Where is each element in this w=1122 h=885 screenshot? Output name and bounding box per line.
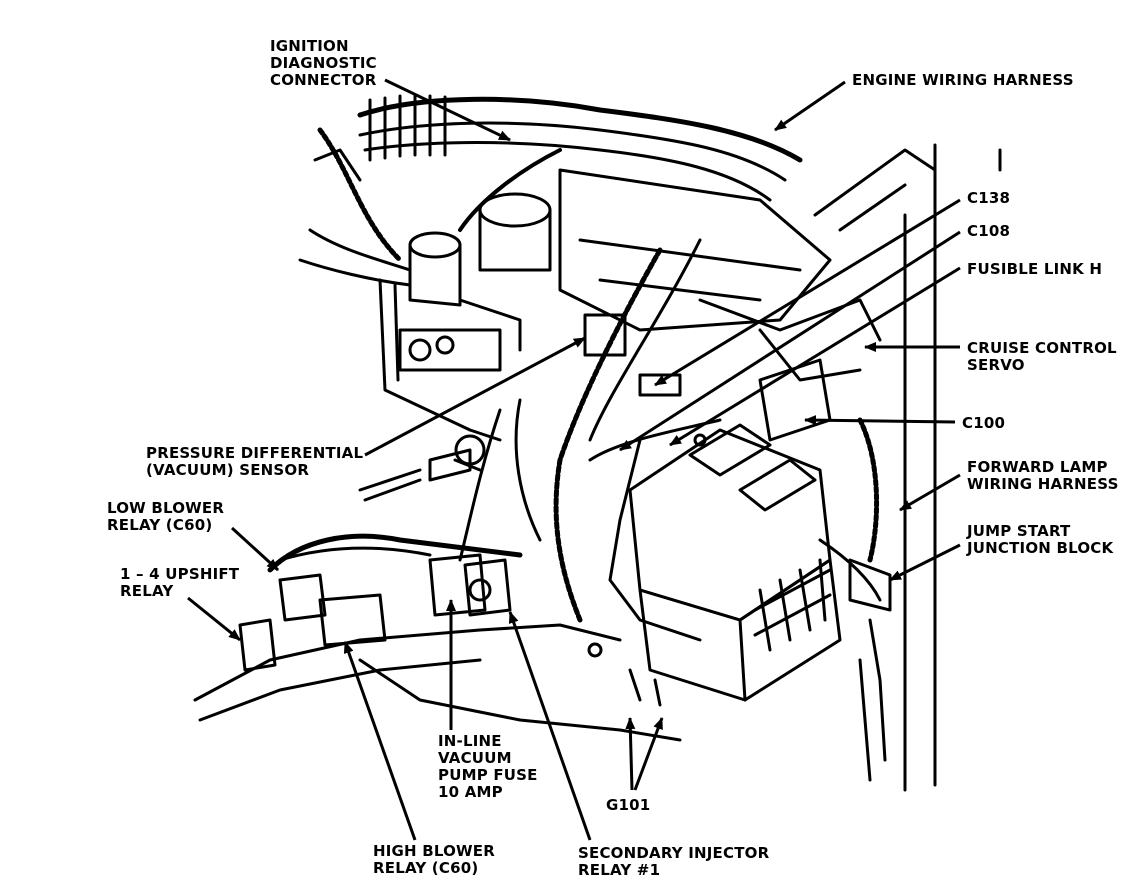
leader-upshift (187, 596, 241, 642)
leaders (187, 78, 961, 841)
firewall (378, 278, 472, 432)
label-line: RELAY (120, 582, 174, 600)
leader-engine-harness (774, 80, 846, 132)
label-line: WIRING HARNESS (967, 475, 1119, 493)
leader-forward-lamp (899, 473, 961, 512)
leader-g101-b (633, 717, 664, 791)
leader-secondary-injector (508, 611, 592, 841)
label-line: JUMP START (967, 522, 1071, 540)
label-line: JUNCTION BLOCK (967, 539, 1114, 557)
ground-g101 (628, 668, 662, 707)
junction-block (848, 558, 892, 612)
label-c138: C138 (967, 190, 1010, 207)
label-line: 10 AMP (438, 783, 503, 801)
label-line: CRUISE CONTROL (967, 339, 1117, 357)
battery (628, 423, 842, 702)
label-line: C138 (967, 189, 1011, 207)
label-g101: G101 (606, 797, 650, 814)
engine-harness-top (357, 96, 803, 163)
label-c108: C108 (967, 223, 1010, 240)
leader-c138 (654, 198, 961, 387)
label-line: (VACUUM) SENSOR (146, 461, 310, 479)
label-line: VACUUM (438, 749, 512, 767)
high-blower-relay-body (318, 593, 387, 647)
label-c100: C100 (962, 415, 1005, 432)
label-line: IN-LINE (438, 732, 502, 750)
leader-c108 (619, 230, 961, 452)
label-line: FORWARD LAMP (967, 458, 1108, 476)
leader-jump-start (889, 543, 961, 582)
label-line: DIAGNOSTIC (270, 54, 377, 72)
secondary-injector-relay-body (463, 558, 512, 617)
label-line: FUSIBLE LINK H (967, 260, 1103, 278)
leader-low-blower (230, 526, 280, 572)
label-line: 1 – 4 UPSHIFT (120, 565, 240, 583)
leader-pressure (364, 336, 586, 457)
label-line: PRESSURE DIFFERENTIAL (146, 444, 364, 462)
label-line: SECONDARY INJECTOR (578, 844, 770, 862)
lower-frame (193, 623, 622, 702)
label-line: HIGH BLOWER (373, 842, 495, 860)
intake-manifold (558, 168, 832, 332)
leader-fusible (669, 266, 961, 447)
engine-art (193, 94, 1002, 792)
label-line: IGNITION (270, 37, 349, 55)
label-fusible-link-h: FUSIBLE LINK H (967, 261, 1102, 278)
leader-g101-a (625, 717, 636, 791)
label-line: C108 (967, 222, 1011, 240)
leader-c100 (804, 415, 956, 426)
upshift-relay-body (238, 618, 277, 672)
label-line: G101 (606, 796, 651, 814)
label-line: PUMP FUSE (438, 766, 538, 784)
label-line: RELAY (C60) (373, 859, 479, 877)
label-line: ENGINE WIRING HARNESS (852, 71, 1074, 89)
master-cylinder-cap (478, 192, 552, 228)
label-line: LOW BLOWER (107, 499, 225, 517)
leader-ignition (384, 78, 511, 142)
low-blower-relay-body (278, 573, 327, 622)
label-line: CONNECTOR (270, 71, 377, 89)
label-line: RELAY #1 (578, 861, 661, 879)
label-line: C100 (962, 414, 1006, 432)
label-line: SERVO (967, 356, 1025, 374)
label-pressure-differential-sensor: PRESSURE DIFFERENTIAL(VACUUM) SENSOR (146, 445, 363, 479)
label-line: RELAY (C60) (107, 516, 213, 534)
leader-high-blower (343, 641, 417, 841)
label-engine-wiring-harness: ENGINE WIRING HARNESS (852, 72, 1074, 89)
